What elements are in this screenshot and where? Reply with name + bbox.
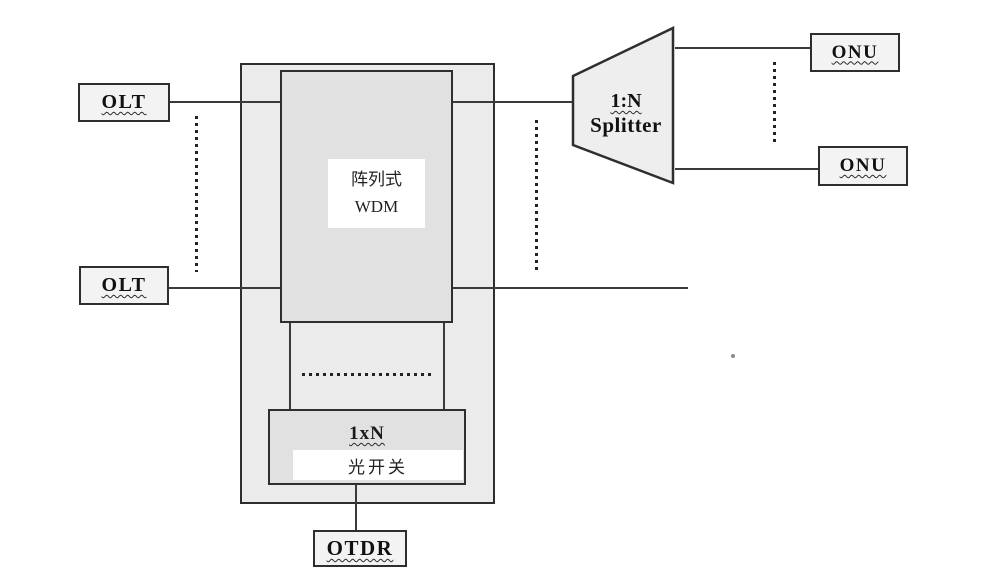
splitter-trapezoid — [571, 26, 675, 185]
connector-splitter-to-onu-top — [675, 47, 810, 49]
array-wdm-label-line1: 阵列式 — [351, 170, 402, 190]
connector-wdm-lower-feeder — [452, 287, 688, 289]
connector-wdm-to-switch-right — [443, 323, 445, 409]
otdr-label: OTDR — [326, 536, 394, 560]
splitter-label-text: Splitter — [590, 113, 662, 137]
olt-bottom-box: OLT — [79, 266, 169, 305]
connector-olt-top-to-wdm — [170, 101, 282, 103]
onu-bottom-box: ONU — [818, 146, 908, 186]
ellipsis-dots-feeder-lines — [535, 120, 538, 273]
array-wdm-box: 阵列式 WDM — [280, 70, 453, 323]
optical-switch-label-cn: 光开关 — [293, 450, 463, 480]
optical-switch-box: 1xN 光开关 — [268, 409, 466, 485]
connector-wdm-to-splitter — [452, 101, 573, 103]
olt-top-box: OLT — [78, 83, 170, 122]
connector-olt-bottom-to-wdm — [169, 287, 282, 289]
array-wdm-label: 阵列式 WDM — [328, 159, 425, 228]
ellipsis-dots-switch-ports — [302, 373, 433, 376]
onu-top-label: ONU — [831, 41, 879, 63]
olt-top-label: OLT — [101, 91, 147, 113]
splitter-label: 1:N Splitter — [580, 89, 672, 138]
connector-wdm-to-switch-left — [289, 323, 291, 409]
array-wdm-label-line2: WDM — [354, 196, 399, 216]
ellipsis-dots-between-onus — [773, 62, 776, 143]
onu-bottom-label: ONU — [839, 155, 887, 176]
onu-top-box: ONU — [810, 33, 900, 72]
connector-splitter-to-onu-bottom — [675, 168, 818, 170]
splitter-shape — [571, 26, 675, 185]
optical-switch-label-1xn: 1xN — [349, 423, 385, 444]
olt-bottom-label: OLT — [101, 274, 147, 296]
scan-speck-artifact — [731, 354, 735, 358]
ellipsis-dots-between-olts — [195, 116, 198, 272]
splitter-label-ratio: 1:N — [610, 90, 642, 112]
otdr-box: OTDR — [313, 530, 407, 567]
connector-switch-to-otdr — [355, 485, 357, 530]
